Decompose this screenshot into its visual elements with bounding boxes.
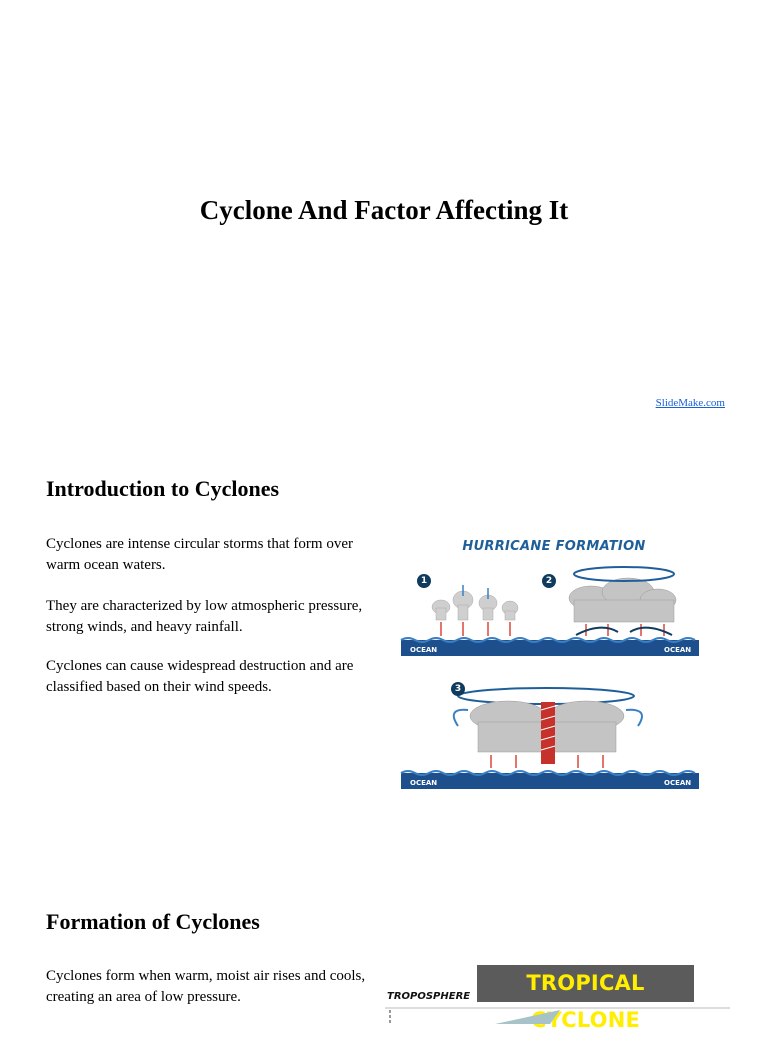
tropical-cyclone-banner: TROPICAL CYCLONE <box>477 965 694 1032</box>
tropical-cyclone-graphic <box>385 1007 730 1024</box>
ocean-label: OCEAN <box>664 646 692 654</box>
intro-paragraph-3: Cyclones can cause widespread destructio… <box>46 658 354 695</box>
page-title: Cyclone And Factor Affecting It <box>199 195 569 225</box>
slidemake-link[interactable]: SlideMake.com <box>655 397 725 409</box>
intro-paragraph-1: Cyclones are intense circular storms tha… <box>46 536 353 573</box>
formation-heading: Formation of Cyclones <box>46 909 260 934</box>
ocean-label: OCEAN <box>410 646 438 654</box>
hurricane-diagram-graphic <box>400 566 699 789</box>
troposphere-label: TROPOSPHERE <box>387 991 471 1002</box>
ocean-label: OCEAN <box>410 779 438 787</box>
hurricane-formation-figure: HURRICANE FORMATION <box>396 530 712 800</box>
ocean-label: OCEAN <box>664 779 692 787</box>
formation-paragraph-1: Cyclones form when warm, moist air rises… <box>46 968 366 1005</box>
step-1-badge: 1 <box>417 574 431 588</box>
tropical-cyclone-banner-text: TROPICAL CYCLONE <box>526 971 645 1032</box>
hurricane-figure-title: HURRICANE FORMATION <box>462 539 646 554</box>
intro-paragraph-2: They are characterized by low atmospheri… <box>46 598 363 635</box>
step-3-badge: 3 <box>451 682 465 696</box>
intro-heading: Introduction to Cyclones <box>46 476 280 501</box>
step-2-badge: 2 <box>542 574 556 588</box>
